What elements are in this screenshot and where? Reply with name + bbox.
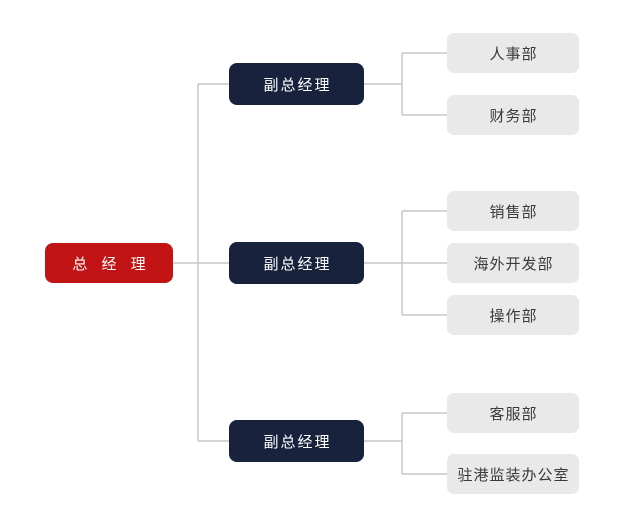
deputy-manager-box-2: 副总经理 xyxy=(229,242,364,284)
deputy-manager-box-3: 副总经理 xyxy=(229,420,364,462)
dept-box-operations: 操作部 xyxy=(447,295,579,335)
dept-box-overseas-development: 海外开发部 xyxy=(447,243,579,283)
deputy-manager-box-1: 副总经理 xyxy=(229,63,364,105)
general-manager-box: 总 经 理 xyxy=(45,243,173,283)
dept-box-finance: 财务部 xyxy=(447,95,579,135)
dept-box-sales: 销售部 xyxy=(447,191,579,231)
dept-box-customer-service: 客服部 xyxy=(447,393,579,433)
dept-box-hk-supervision-office: 驻港监装办公室 xyxy=(447,454,579,494)
dept-box-hr: 人事部 xyxy=(447,33,579,73)
